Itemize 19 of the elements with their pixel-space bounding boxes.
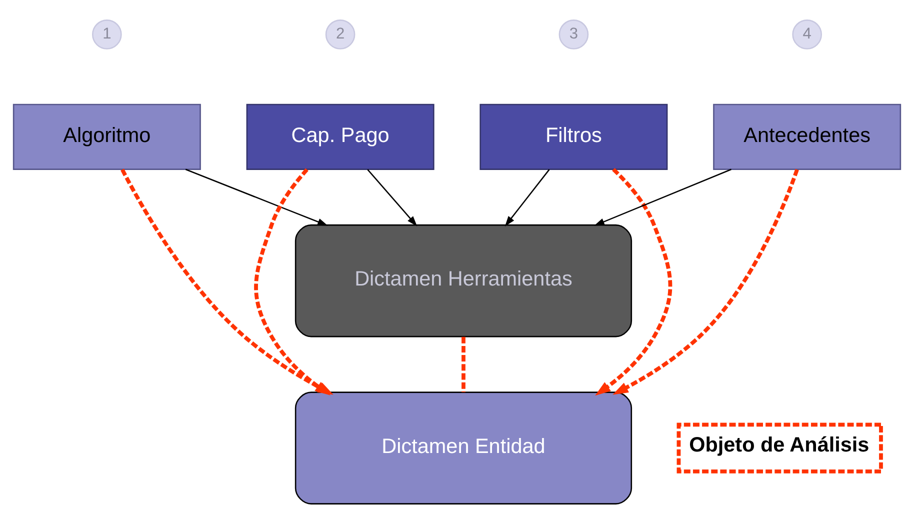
arrow	[367, 169, 418, 226]
node-circle: 3	[558, 20, 589, 50]
connector	[462, 336, 466, 392]
node-box: Objeto de Análisis	[676, 422, 883, 474]
node-box: Dictamen Herramientas	[294, 224, 632, 338]
arrow	[504, 169, 550, 226]
node-circle: 4	[792, 20, 822, 50]
arrow	[612, 168, 799, 395]
node-circle: 1	[92, 20, 122, 50]
arrow	[594, 168, 732, 226]
arrow	[185, 168, 328, 226]
node-circle: 2	[325, 20, 356, 50]
node-box: Antecedentes	[713, 104, 902, 170]
node-box: Dictamen Entidad	[294, 392, 632, 504]
node-box: Filtros	[480, 104, 668, 170]
node-box: Cap. Pago	[246, 104, 434, 170]
arrow	[595, 168, 672, 396]
arrow	[254, 168, 331, 396]
node-box: Algoritmo	[12, 104, 201, 170]
